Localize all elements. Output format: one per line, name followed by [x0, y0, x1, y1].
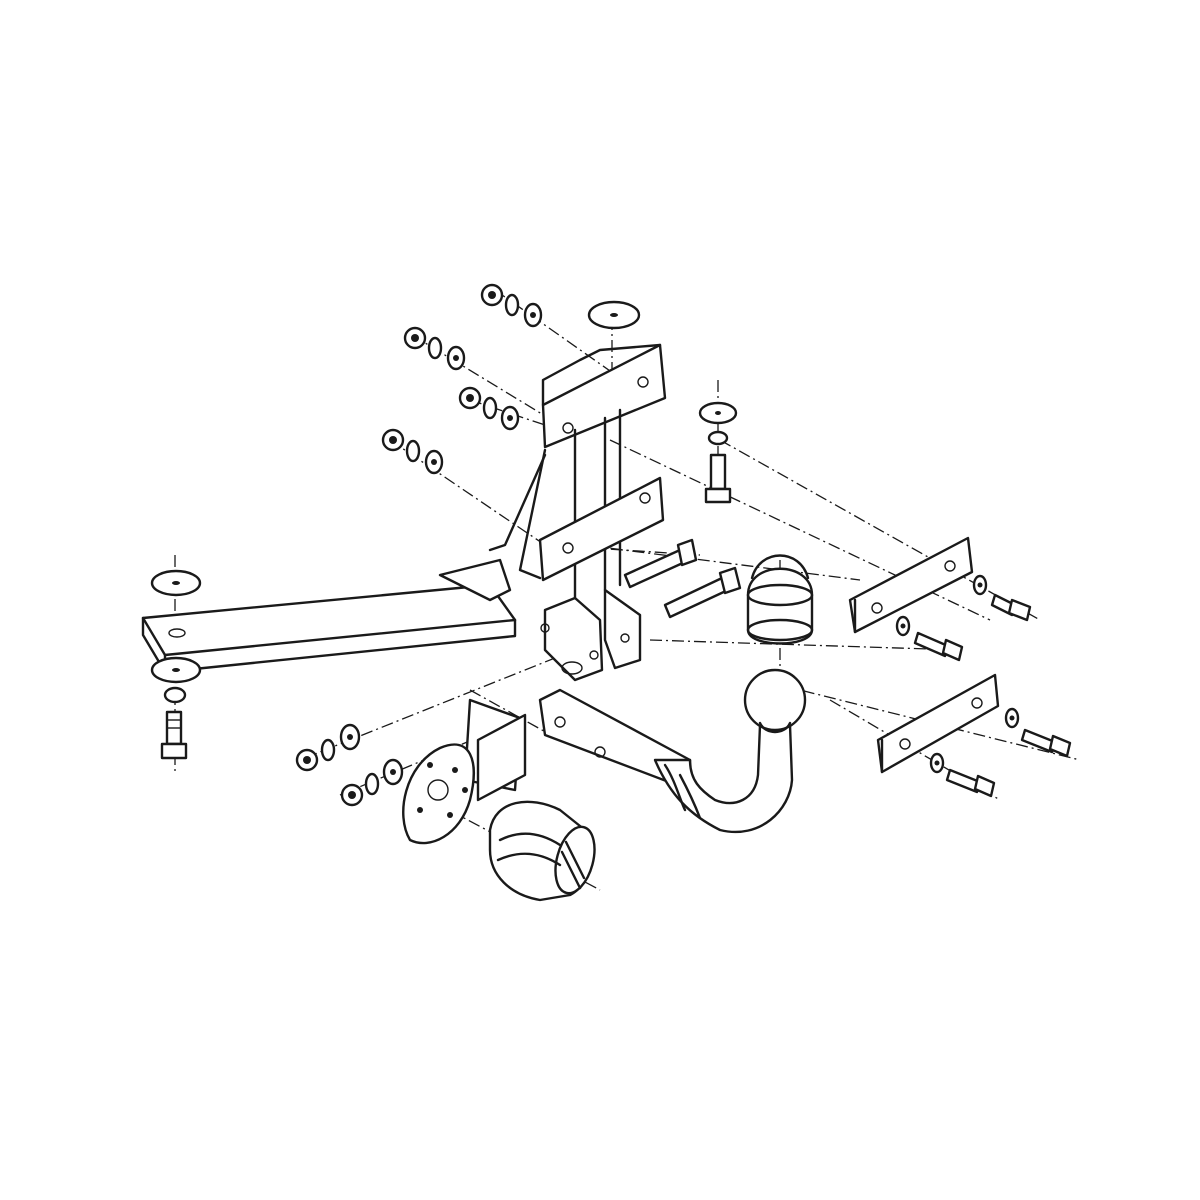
socket-plate	[402, 698, 527, 845]
nut-washer-set-6	[340, 758, 404, 807]
bolt-side-3	[1020, 728, 1072, 758]
mounting-brackets	[488, 343, 667, 682]
bolt-side-4	[945, 768, 996, 798]
main-crossbar	[141, 558, 517, 674]
tow-ball-cap	[746, 554, 814, 645]
bolt-long-upper	[623, 538, 698, 589]
large-washer-left-top	[150, 569, 202, 597]
nut-washer-set-5	[295, 723, 361, 772]
bolt-left-vertical	[160, 710, 188, 760]
side-washers	[895, 574, 1020, 774]
side-plate-upper	[848, 536, 974, 634]
tow-ball-neck	[538, 668, 807, 833]
large-washer-bracket	[698, 401, 738, 446]
bolt-side-2	[913, 631, 964, 662]
side-plate-lower	[876, 673, 1000, 774]
electrical-socket	[488, 800, 596, 902]
bolt-top-vertical	[704, 453, 732, 504]
nut-washer-set-3	[458, 386, 520, 431]
nut-washer-set-2	[403, 326, 466, 371]
large-washer-top	[587, 300, 641, 330]
bolt-long-lower	[663, 566, 742, 619]
large-washer-left-bottom	[150, 656, 202, 704]
bolt-side-1	[990, 593, 1032, 622]
nut-washer-set-1	[480, 283, 543, 328]
nut-washer-set-4	[381, 428, 444, 475]
